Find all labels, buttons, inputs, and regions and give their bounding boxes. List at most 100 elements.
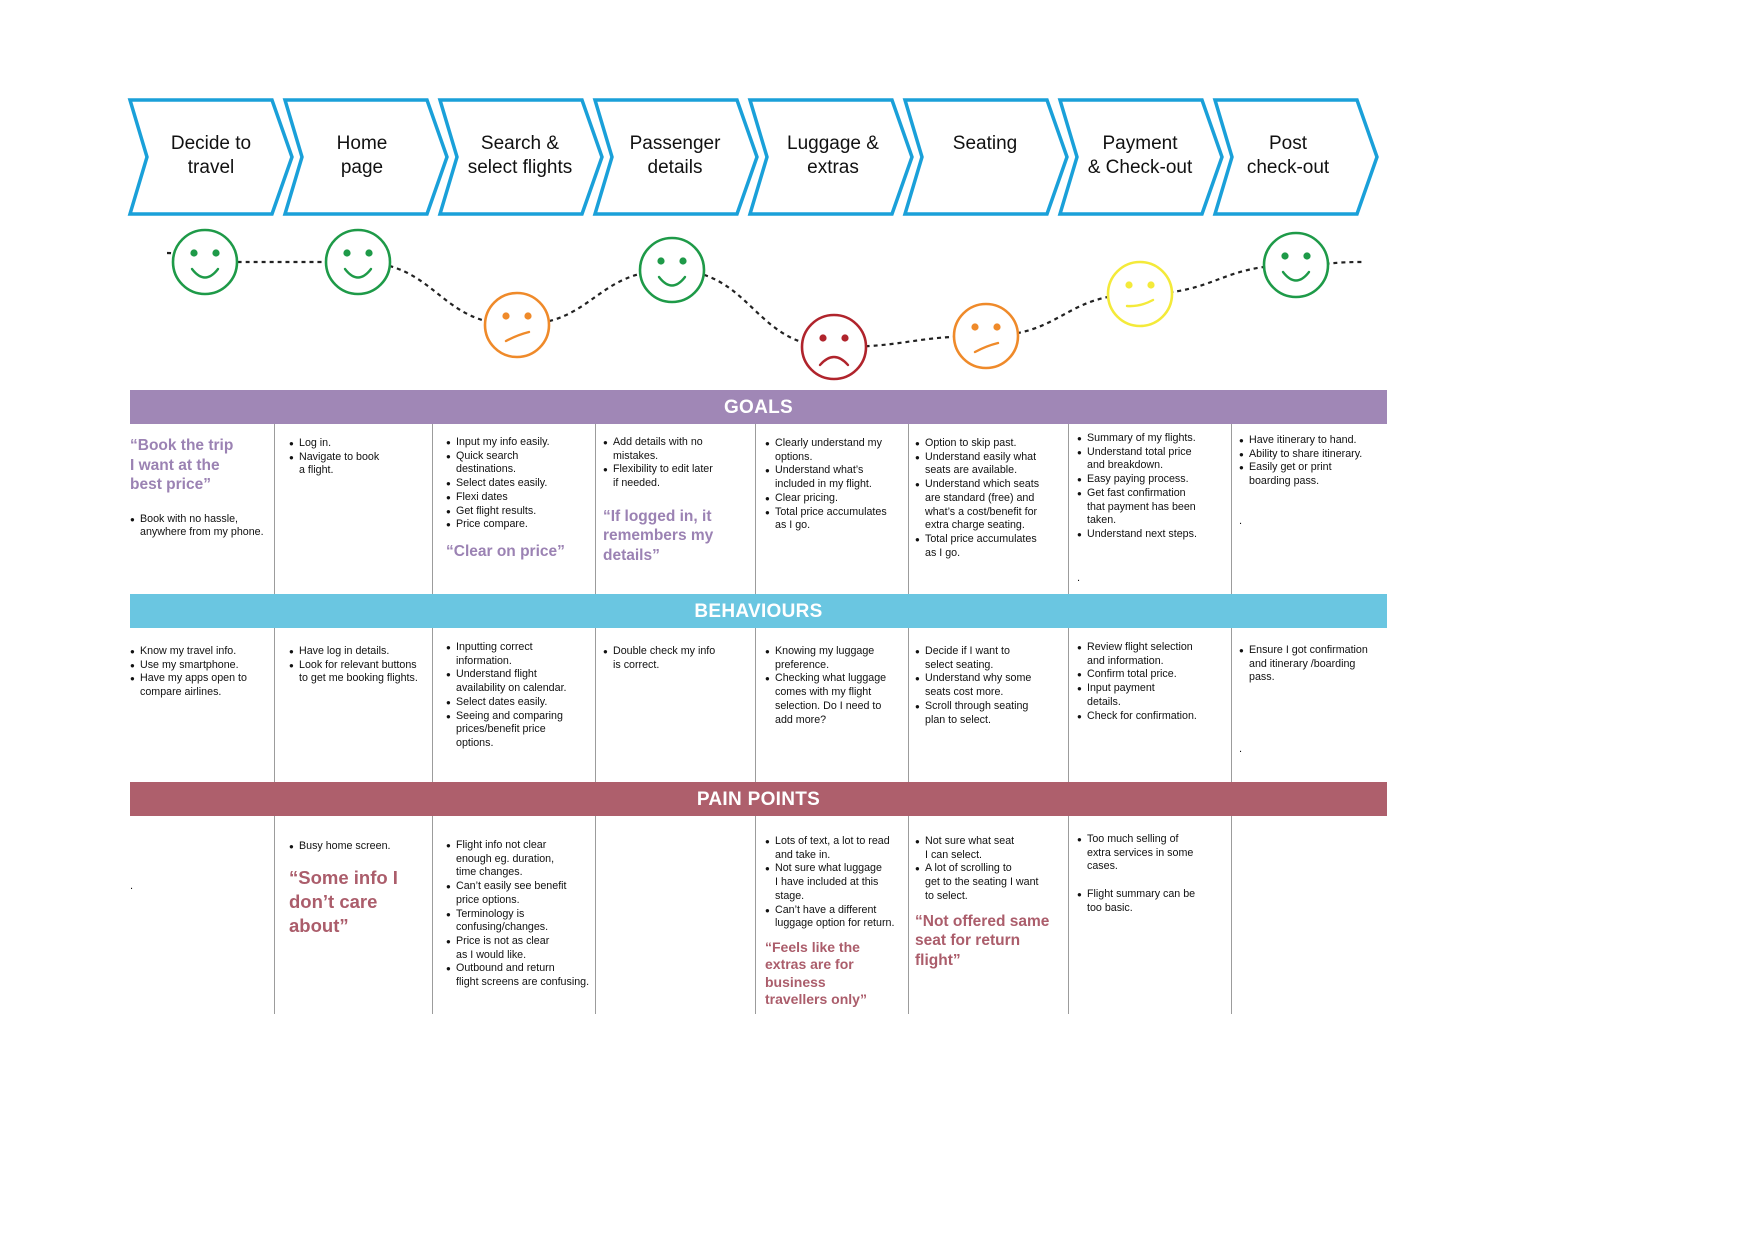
bullet-item: Clearly understand my options.	[765, 437, 905, 464]
stage-chevron	[902, 98, 1069, 216]
goals-cell-8: Have itinerary to hand.Ability to share …	[1239, 434, 1384, 529]
behaviours-header: BEHAVIOURS	[130, 594, 1387, 628]
bullet-list: Clearly understand my options.Understand…	[765, 437, 905, 533]
bullet-list: Review flight selection and information.…	[1077, 641, 1227, 723]
bullet-item: Not sure what seat I can select.	[915, 835, 1065, 862]
bullet-item: Easy paying process.	[1077, 473, 1227, 487]
bullet-item: Double check my info is correct.	[603, 645, 751, 672]
bullet-item: Total price accumulates as I go.	[765, 506, 905, 533]
bullet-item: Seeing and comparing prices/benefit pric…	[446, 710, 591, 751]
bullet-item: Knowing my luggage preference.	[765, 645, 905, 672]
pain-points-cell-5: Lots of text, a lot to read and take in.…	[765, 835, 905, 1009]
stage-chevron	[1212, 98, 1379, 216]
user-quote: “Not offered same seat for return flight…	[915, 912, 1050, 969]
column-divider	[432, 424, 433, 594]
stage-label-line2: details	[648, 157, 703, 178]
bullet-item: Too much selling of extra services in so…	[1077, 833, 1227, 874]
pain-points-cell-6: Not sure what seat I can select.A lot of…	[915, 835, 1065, 970]
stage-label-line1: Payment	[1103, 133, 1179, 154]
goals-cell-1: “Book the trip I want at the best price”…	[130, 436, 270, 540]
bullet-item: Ensure I got confirmation and itinerary …	[1239, 644, 1384, 685]
bullet-item: Summary of my flights.	[1077, 432, 1227, 446]
bullet-item: Lots of text, a lot to read and take in.	[765, 835, 905, 862]
bullet-item: Input my info easily.	[446, 436, 591, 450]
column-divider	[908, 816, 909, 1014]
bullet-item: A lot of scrolling to get to the seating…	[915, 862, 1065, 903]
bullet-item: Clear pricing.	[765, 492, 905, 506]
stray-dot: .	[1239, 743, 1243, 756]
bullet-list: Summary of my flights.Understand total p…	[1077, 432, 1227, 542]
stage-chevron	[282, 98, 449, 216]
column-divider	[1068, 628, 1069, 782]
bullet-list: Book with no hassle, anywhere from my ph…	[130, 513, 270, 540]
bullet-item: Have itinerary to hand.	[1239, 434, 1384, 448]
bullet-item: Quick search destinations.	[446, 450, 591, 477]
goals-cell-2: Log in.Navigate to book a flight.	[289, 437, 429, 478]
stage-chevron	[592, 98, 759, 216]
bullet-list: Have itinerary to hand.Ability to share …	[1239, 434, 1384, 489]
mood-unsure-face-icon	[952, 302, 1020, 370]
bullet-item: Can’t have a different luggage option fo…	[765, 904, 905, 931]
stray-dot: .	[1077, 571, 1081, 584]
column-divider	[1231, 816, 1232, 1014]
stray-dot: .	[130, 880, 134, 892]
mood-happy-face-icon	[638, 236, 706, 304]
bullet-list: Have log in details.Look for relevant bu…	[289, 645, 429, 686]
column-divider	[1068, 424, 1069, 594]
bullet-item: Understand why some seats cost more.	[915, 672, 1065, 699]
behaviours-cell-1: Know my travel info.Use my smartphone.Ha…	[130, 645, 270, 700]
mood-happy-face-icon	[324, 228, 392, 296]
bullet-item: Book with no hassle, anywhere from my ph…	[130, 513, 270, 540]
behaviours-cell-2: Have log in details.Look for relevant bu…	[289, 645, 429, 686]
bullet-list: Busy home screen.	[289, 840, 429, 854]
bullet-item: Busy home screen.	[289, 840, 429, 854]
bullet-item: Understand total price and breakdown.	[1077, 446, 1227, 473]
bullet-item: Confirm total price.	[1077, 668, 1227, 682]
column-divider	[432, 628, 433, 782]
column-divider	[755, 628, 756, 782]
stage-label-line1: Seating	[953, 133, 1017, 154]
bullet-item: Easily get or print boarding pass.	[1239, 461, 1384, 488]
bullet-list: Know my travel info.Use my smartphone.Ha…	[130, 645, 270, 700]
stage-chevron	[437, 98, 604, 216]
bullet-item: Know my travel info.	[130, 645, 270, 659]
user-quote: “If logged in, it remembers my details”	[603, 507, 714, 564]
bullet-item: Get flight results.	[446, 505, 591, 519]
column-divider	[908, 628, 909, 782]
bullet-list: Lots of text, a lot to read and take in.…	[765, 835, 905, 931]
bullet-item: Flexibility to edit later if needed.	[603, 463, 751, 490]
bullet-item: Flight summary can be too basic.	[1077, 888, 1227, 915]
bullet-list: Knowing my luggage preference.Checking w…	[765, 645, 905, 727]
column-divider	[595, 816, 596, 1014]
user-quote: “Clear on price”	[446, 542, 565, 560]
bullet-item: Flexi dates	[446, 491, 591, 505]
stage-label-line2: select flights	[468, 157, 573, 178]
stage-label-line2: extras	[807, 157, 859, 178]
bullet-item: Decide if I want to select seating.	[915, 645, 1065, 672]
bullet-item: Total price accumulates as I go.	[915, 533, 1065, 560]
stage-label-line1: Post	[1269, 133, 1308, 154]
user-quote: “Feels like the extras are for business …	[765, 938, 867, 1008]
bullet-item: Ability to share itinerary.	[1239, 448, 1384, 462]
behaviours-cell-4: Double check my info is correct.	[603, 645, 751, 672]
bullet-item: Price compare.	[446, 518, 591, 532]
bullet-item: Select dates easily.	[446, 696, 591, 710]
mood-neutral-face-icon	[1106, 260, 1174, 328]
bullet-list: Too much selling of extra services in so…	[1077, 833, 1227, 916]
bullet-item: Flight info not clear enough eg. duratio…	[446, 839, 591, 880]
behaviours-cell-6: Decide if I want to select seating.Under…	[915, 645, 1065, 727]
stage-chevron	[747, 98, 914, 216]
goals-cell-7: Summary of my flights.Understand total p…	[1077, 432, 1227, 585]
mood-happy-face-icon	[171, 228, 239, 296]
bullet-item: Use my smartphone.	[130, 659, 270, 673]
column-divider	[274, 816, 275, 1014]
bullet-item: Get fast confirmation that payment has b…	[1077, 487, 1227, 528]
column-divider	[1231, 628, 1232, 782]
pain-points-cell-2: Busy home screen.“Some info I don’t care…	[289, 840, 429, 938]
column-divider	[1068, 816, 1069, 1014]
mood-unsure-face-icon	[483, 291, 551, 359]
bullet-item: Have my apps open to compare airlines.	[130, 672, 270, 699]
bullet-item: Scroll through seating plan to select.	[915, 700, 1065, 727]
